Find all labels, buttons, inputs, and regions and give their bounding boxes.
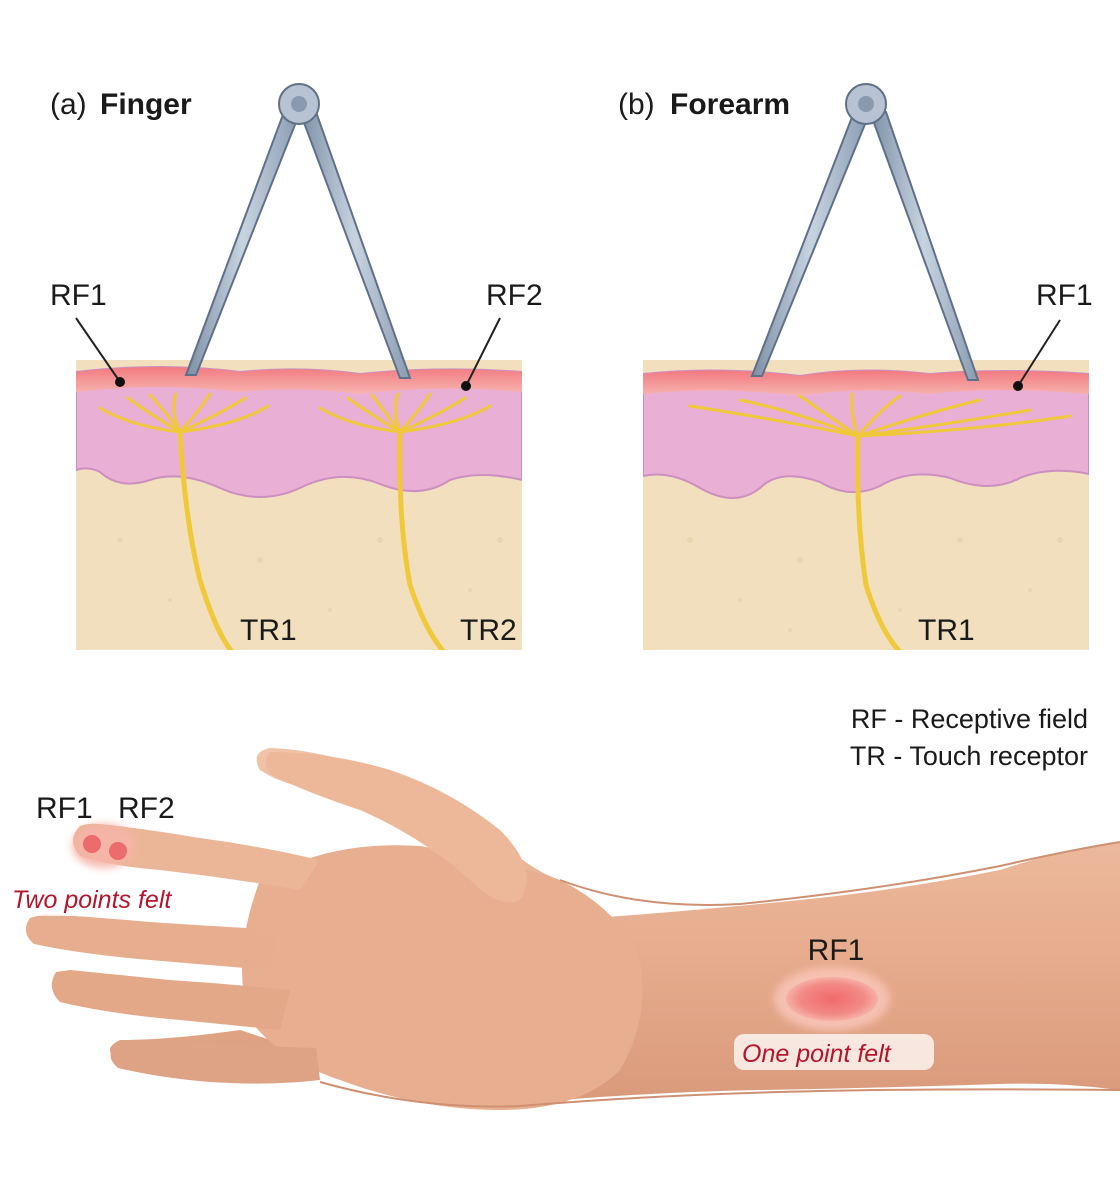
caliper-left-arm [750, 111, 872, 377]
finger-rf2-label: RF2 [118, 792, 175, 825]
middle-finger [25, 914, 281, 970]
thumb [266, 752, 527, 903]
rf1-label: RF1 [1036, 279, 1093, 312]
legend-tr: TR - Touch receptor [850, 741, 1088, 771]
nerve-tr1 [688, 392, 1072, 650]
forearm-skin-cross-section [643, 360, 1089, 650]
nerve-tr2 [318, 392, 492, 650]
finger-rf1-label: RF1 [36, 792, 93, 825]
panel-b-prefix: (b) [618, 88, 655, 121]
rf2-dot [461, 381, 471, 391]
rf1-dot [1013, 381, 1023, 391]
rf2-label: RF2 [486, 279, 543, 312]
rf1-leader [1017, 319, 1061, 387]
caliper-finger [184, 83, 412, 379]
panel-b-title: Forearm [670, 88, 790, 121]
panel-a-title: Finger [100, 88, 192, 121]
tissue-texture [117, 537, 503, 632]
rf1-dot [115, 377, 125, 387]
hand-illustration: RF1 RF2 RF1 [25, 748, 1120, 1110]
forearm-rf1-label: RF1 [808, 934, 865, 967]
caliper-right-arm [298, 111, 412, 379]
ring-finger [51, 970, 291, 1030]
tr1-label: TR1 [918, 614, 975, 647]
panel-a-prefix: (a) [50, 88, 87, 121]
palm [242, 845, 643, 1110]
finger-rf1-spot [83, 835, 101, 853]
finger-rf2-spot [109, 842, 127, 860]
rf1-leader [75, 317, 121, 383]
two-points-caption: Two points felt [12, 886, 172, 914]
rf1-label: RF1 [50, 279, 107, 312]
tr2-label: TR2 [460, 614, 517, 647]
legend-rf: RF - Receptive field [851, 704, 1088, 734]
tr1-label: TR1 [240, 614, 297, 647]
finger-skin-cross-section [76, 360, 522, 650]
nerve-tr1 [98, 392, 270, 650]
captions: Two points felt One point felt [6, 880, 934, 1070]
forearm-rf1-spot [786, 977, 878, 1021]
tissue-texture [687, 537, 1063, 632]
little-finger [110, 1040, 320, 1084]
one-point-caption: One point felt [742, 1040, 892, 1068]
caliper-left-arm [184, 111, 302, 376]
caliper-right-arm [868, 111, 980, 381]
caliper-forearm [750, 83, 980, 381]
panel-finger: (a) Finger [50, 83, 543, 650]
rf2-leader [465, 317, 501, 387]
legend: RF - Receptive field TR - Touch receptor [850, 704, 1088, 771]
panel-forearm: (b) Forearm RF1 [618, 83, 1093, 650]
